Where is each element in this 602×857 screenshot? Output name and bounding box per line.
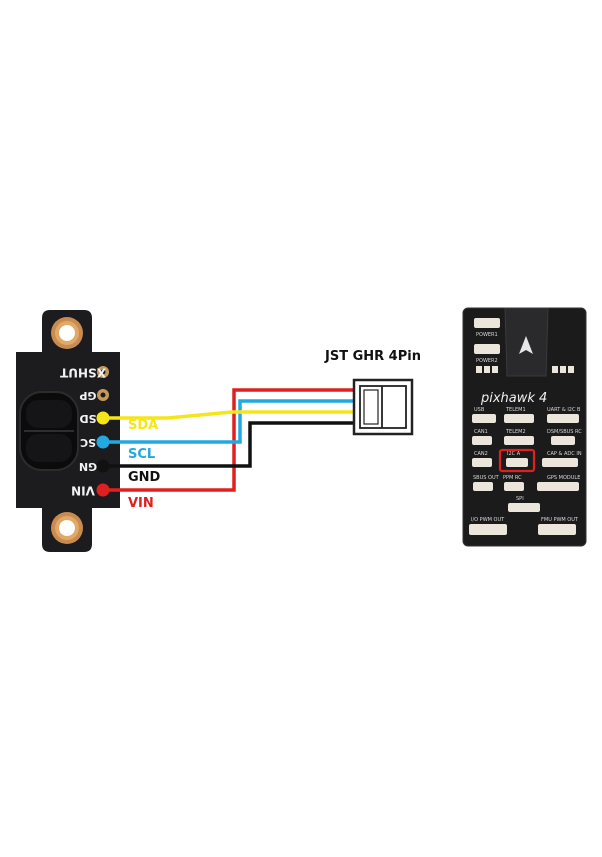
svg-text:DSM/SBUS RC: DSM/SBUS RC — [547, 429, 582, 435]
pin-label-sc: SC — [80, 436, 96, 449]
port-io-small — [476, 366, 498, 373]
svg-text:POWER1: POWER1 — [476, 332, 498, 338]
wire-gnd — [103, 421, 354, 468]
svg-text:POWER2: POWER2 — [476, 358, 498, 364]
wire-dot-vin — [96, 483, 110, 497]
port-power2: POWER2 — [474, 344, 500, 364]
port-telem1: TELEM1 — [504, 407, 534, 423]
svg-text:SBUS OUT: SBUS OUT — [473, 475, 500, 481]
port-gps-module: GPS MODULE — [537, 475, 580, 491]
port-sbus-out: SBUS OUT — [473, 475, 500, 491]
port-dsm-sbus-rc: DSM/SBUS RC — [547, 429, 582, 445]
wire-dot-gnd — [96, 459, 110, 473]
wire-vin — [103, 388, 354, 492]
pin-label-gp: GP — [79, 389, 96, 402]
tof-sensor-board: XSHUT GP SD SC GN VIN — [16, 310, 120, 552]
connector-label: JST GHR 4Pin — [324, 349, 421, 364]
i2c-a-highlight — [498, 448, 536, 473]
svg-text:TELEM2: TELEM2 — [505, 429, 526, 435]
port-uart-i2c-b: UART & I2C B — [547, 407, 581, 423]
wire-label-scl: SCL — [128, 447, 155, 462]
wire-dot-scl — [96, 435, 110, 449]
port-ppm-rc: PPM RC — [503, 475, 524, 491]
svg-text:UART & I2C B: UART & I2C B — [547, 407, 581, 413]
pin-label-sd: SD — [79, 412, 96, 425]
svg-text:CAN2: CAN2 — [474, 451, 488, 457]
port-cap-adc-in: CAP & ADC IN — [542, 451, 582, 467]
jst-connector — [352, 378, 414, 436]
orientation-arrow-icon — [519, 336, 533, 354]
wire-scl — [103, 399, 354, 444]
port-can1: CAN1 — [472, 429, 492, 445]
svg-text:I/O PWM OUT: I/O PWM OUT — [471, 517, 505, 523]
port-fmu-pwm-out: FMU PWM OUT — [538, 517, 579, 535]
pixhawk-brand: pixhawk 4 — [480, 391, 547, 406]
wire-sda — [103, 410, 354, 420]
wires — [103, 388, 354, 492]
port-can2: CAN2 — [472, 451, 492, 467]
wire-dot-sda — [96, 411, 110, 425]
jst-connector-housing — [352, 378, 414, 436]
svg-text:USB: USB — [474, 407, 485, 413]
pin-label-xshut: XSHUT — [59, 366, 106, 380]
sensor-lens-module — [19, 391, 79, 471]
mounting-hole-top — [51, 317, 83, 349]
svg-text:CAN1: CAN1 — [474, 429, 488, 435]
port-spi: SPI — [508, 496, 540, 512]
port-power1: POWER1 — [474, 318, 500, 338]
mounting-hole-bottom — [51, 512, 83, 544]
port-io-pwm-out: I/O PWM OUT — [469, 517, 507, 535]
svg-text:FMU PWM OUT: FMU PWM OUT — [541, 517, 579, 523]
port-telem2: TELEM2 — [504, 429, 534, 445]
pixhawk-board: pixhawk 4 POWER1 POWER2 USB TELEM1 — [462, 307, 587, 547]
port-usb: USB — [472, 407, 496, 423]
wire-label-sda: SDA — [128, 418, 158, 433]
port-i2c-a: I2C A — [506, 451, 528, 467]
svg-text:PPM RC: PPM RC — [503, 475, 522, 481]
svg-text:I2C A: I2C A — [507, 451, 521, 457]
svg-text:GPS MODULE: GPS MODULE — [547, 475, 580, 481]
port-fmu-small — [552, 366, 574, 373]
pin-label-gn: GN — [79, 460, 97, 473]
svg-text:CAP & ADC IN: CAP & ADC IN — [547, 451, 582, 457]
svg-text:TELEM1: TELEM1 — [505, 407, 526, 413]
svg-text:SPI: SPI — [516, 496, 524, 502]
pin-label-vin: VIN — [71, 484, 95, 498]
wire-label-vin: VIN — [128, 496, 154, 511]
wire-label-gnd: GND — [128, 470, 161, 485]
